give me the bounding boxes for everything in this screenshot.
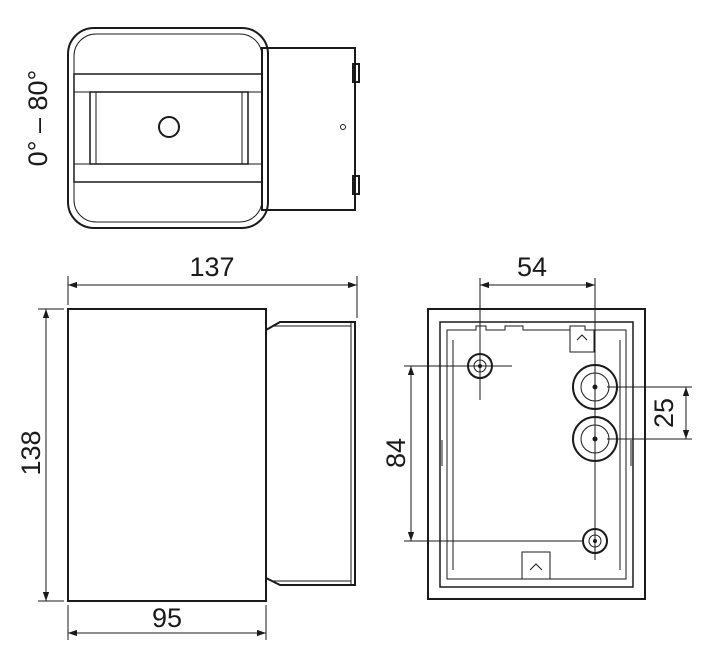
back-view-frame [439, 321, 634, 588]
small-spacing-label: 25 [649, 398, 679, 428]
top-view-hole [158, 116, 180, 138]
top-view-clip-upper [352, 63, 360, 83]
front-view-base [265, 321, 356, 586]
top-view-band [73, 73, 263, 183]
back-view-top-clip [569, 330, 595, 353]
width-label: 137 [189, 252, 234, 282]
hole-spacing-label: 54 [517, 252, 547, 282]
top-view-body-outer [67, 27, 269, 229]
back-view-inner-rim [446, 325, 627, 580]
vertical-spacing-label: 84 [381, 438, 411, 468]
back-view: 54 84 25 [381, 252, 692, 600]
top-view-body-inner [73, 33, 263, 223]
top-view-pin [340, 124, 346, 130]
front-view-body [67, 308, 267, 602]
back-view-plate [427, 308, 646, 600]
top-view-clip-lower [352, 175, 360, 195]
top-view-window [89, 91, 249, 165]
height-label: 138 [16, 430, 46, 475]
angle-label: 0° – 80° [23, 70, 53, 167]
back-view-bottom-clip [521, 551, 551, 579]
top-view: 0° – 80° [23, 27, 360, 229]
depth-label: 95 [152, 603, 182, 633]
front-view: 137 138 95 [16, 252, 358, 640]
